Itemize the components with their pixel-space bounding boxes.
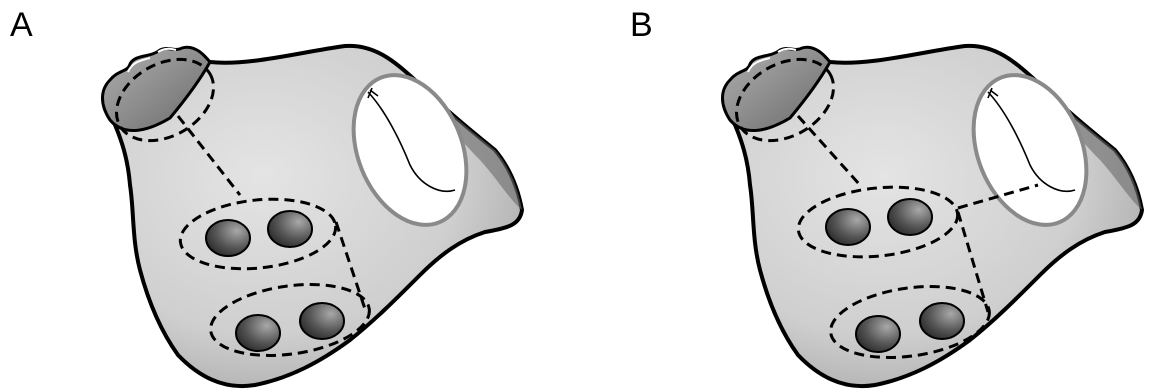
node-1 [206, 220, 250, 256]
node-3 [856, 316, 900, 352]
node-1 [826, 209, 870, 245]
panel-a: A [0, 0, 560, 392]
node-2 [888, 199, 932, 235]
node-2 [268, 211, 312, 247]
panel-b: B [620, 0, 1153, 392]
node-4 [300, 303, 344, 339]
node-4 [920, 303, 964, 339]
node-3 [236, 315, 280, 351]
heart-diagram-a [0, 0, 560, 392]
heart-diagram-b [620, 0, 1153, 392]
